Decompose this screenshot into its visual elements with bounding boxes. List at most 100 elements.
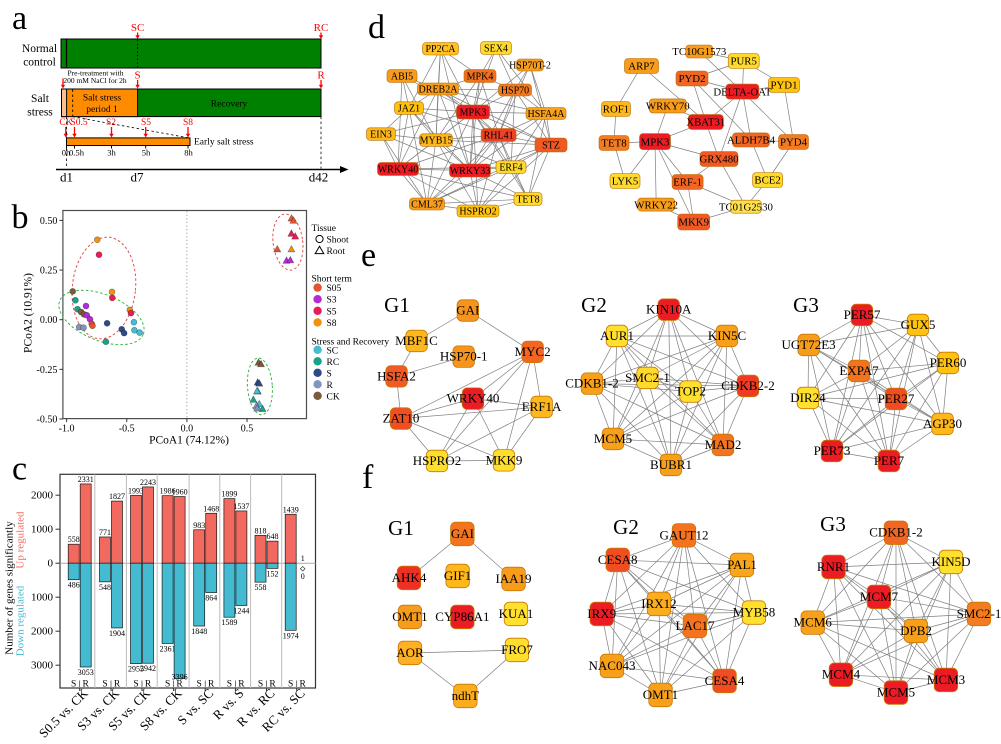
svg-text:G1: G1 — [388, 516, 414, 540]
svg-text:LAC17: LAC17 — [676, 618, 716, 633]
svg-text:S: S — [227, 680, 232, 690]
svg-text:S8: S8 — [183, 118, 193, 128]
svg-text:PCoA1 (74.12%): PCoA1 (74.12%) — [149, 435, 229, 447]
svg-text:PYD2: PYD2 — [679, 73, 706, 85]
svg-text:1000: 1000 — [31, 592, 54, 604]
svg-text:TET8: TET8 — [516, 194, 539, 205]
svg-text:CESA4: CESA4 — [705, 673, 745, 688]
svg-text:RNR1: RNR1 — [817, 559, 850, 574]
svg-text:CML37: CML37 — [411, 199, 443, 210]
svg-text:MPK3: MPK3 — [641, 136, 670, 148]
svg-text:PER27: PER27 — [878, 391, 915, 406]
svg-text:3053: 3053 — [78, 668, 94, 677]
svg-text:1439: 1439 — [283, 505, 299, 514]
svg-text:ERF4: ERF4 — [499, 162, 522, 173]
svg-text:G2: G2 — [581, 293, 607, 317]
svg-text:UGT72E3: UGT72E3 — [782, 337, 836, 352]
svg-text:ARP7: ARP7 — [628, 61, 655, 73]
svg-text:ndhT: ndhT — [452, 688, 480, 703]
svg-text:2942: 2942 — [140, 664, 156, 673]
svg-text:CDKB2-2: CDKB2-2 — [721, 378, 774, 393]
svg-text:HSFA2: HSFA2 — [377, 368, 416, 383]
svg-text:1899: 1899 — [221, 490, 237, 499]
svg-text:DPB2: DPB2 — [900, 623, 932, 638]
svg-text:MCM5: MCM5 — [594, 431, 632, 446]
svg-text:SC: SC — [131, 22, 144, 34]
svg-text:558: 558 — [255, 583, 267, 592]
svg-text:AOR: AOR — [396, 645, 424, 660]
svg-text:2331: 2331 — [78, 475, 94, 484]
svg-text:WRKY22: WRKY22 — [634, 199, 678, 211]
svg-text:KIN5D: KIN5D — [932, 554, 971, 569]
svg-text:KIN5C: KIN5C — [708, 328, 746, 343]
svg-text:AHK4: AHK4 — [392, 570, 427, 585]
svg-text:HSPRO2: HSPRO2 — [413, 453, 461, 468]
svg-text:S: S — [102, 680, 107, 690]
svg-text:S: S — [71, 680, 76, 690]
svg-text:S: S — [133, 680, 138, 690]
svg-text:IRX9: IRX9 — [587, 606, 616, 621]
svg-text:PER60: PER60 — [930, 355, 967, 370]
svg-text:MCM5: MCM5 — [877, 685, 915, 700]
svg-text:Up regulated: Up regulated — [15, 511, 27, 569]
svg-text:CDKB1-2: CDKB1-2 — [869, 525, 922, 540]
svg-text:stress: stress — [27, 107, 53, 119]
svg-text:MCM7: MCM7 — [860, 589, 899, 604]
svg-text:R: R — [208, 680, 215, 690]
svg-text:548: 548 — [99, 583, 111, 592]
svg-text:Normal: Normal — [22, 43, 57, 55]
svg-text:2000: 2000 — [31, 626, 54, 638]
svg-text:HSP70-1: HSP70-1 — [440, 349, 488, 364]
svg-text:Down regulated: Down regulated — [15, 585, 27, 656]
svg-text:CYP86A1: CYP86A1 — [435, 609, 489, 624]
svg-text:818: 818 — [255, 526, 267, 535]
svg-text:SMC2-1: SMC2-1 — [625, 370, 670, 385]
svg-text:G1: G1 — [384, 293, 410, 317]
svg-text:EIN3: EIN3 — [370, 129, 392, 140]
svg-text:ERF-1: ERF-1 — [673, 177, 702, 189]
svg-text:control: control — [23, 57, 56, 69]
svg-text:JAZ1: JAZ1 — [398, 103, 420, 114]
svg-text:period 1: period 1 — [86, 105, 118, 115]
svg-text:d1: d1 — [60, 170, 73, 185]
svg-text:PAL1: PAL1 — [727, 557, 757, 572]
svg-text:e: e — [361, 237, 376, 274]
svg-text:-0.25: -0.25 — [37, 365, 58, 376]
svg-text:0.0: 0.0 — [181, 424, 194, 435]
svg-text:GAI: GAI — [451, 526, 474, 541]
svg-text:PER57: PER57 — [844, 307, 881, 322]
svg-text:ABI5: ABI5 — [391, 71, 413, 82]
svg-text:R: R — [269, 680, 276, 690]
svg-text:558: 558 — [68, 535, 80, 544]
svg-text:MKK9: MKK9 — [678, 217, 709, 229]
svg-text:WRKY40: WRKY40 — [378, 164, 419, 175]
svg-text:MAD2: MAD2 — [705, 437, 742, 452]
svg-text:MYC2: MYC2 — [515, 344, 551, 359]
svg-text:MPK3: MPK3 — [460, 107, 487, 118]
svg-text:HSPRO2: HSPRO2 — [459, 206, 496, 217]
svg-text:2361: 2361 — [160, 644, 176, 653]
svg-text:S3: S3 — [327, 296, 337, 306]
svg-text:771: 771 — [99, 528, 111, 537]
svg-text:GAUT12: GAUT12 — [659, 527, 708, 542]
svg-text:3000: 3000 — [31, 660, 54, 672]
svg-text:S0.5: S0.5 — [70, 118, 87, 128]
svg-text:BUBR1: BUBR1 — [650, 457, 692, 472]
svg-text:ZAT10: ZAT10 — [383, 411, 420, 426]
svg-text:152: 152 — [267, 569, 279, 578]
svg-text:MPK4: MPK4 — [467, 71, 494, 82]
svg-text:CESA8: CESA8 — [598, 552, 638, 567]
svg-text:486: 486 — [68, 581, 80, 590]
svg-text:Root: Root — [327, 247, 346, 257]
svg-text:S5: S5 — [327, 307, 337, 317]
svg-text:R: R — [327, 381, 334, 391]
svg-text:1904: 1904 — [109, 629, 125, 638]
svg-text:1: 1 — [301, 554, 305, 563]
svg-text:XBAT31: XBAT31 — [686, 117, 725, 129]
svg-text:1848: 1848 — [191, 627, 207, 636]
svg-text:PCoA2 (10.91%): PCoA2 (10.91%) — [23, 273, 35, 353]
svg-text:MCM4: MCM4 — [822, 667, 861, 682]
svg-text:983: 983 — [193, 521, 205, 530]
svg-text:f: f — [362, 459, 374, 496]
svg-text:RC: RC — [314, 22, 329, 34]
